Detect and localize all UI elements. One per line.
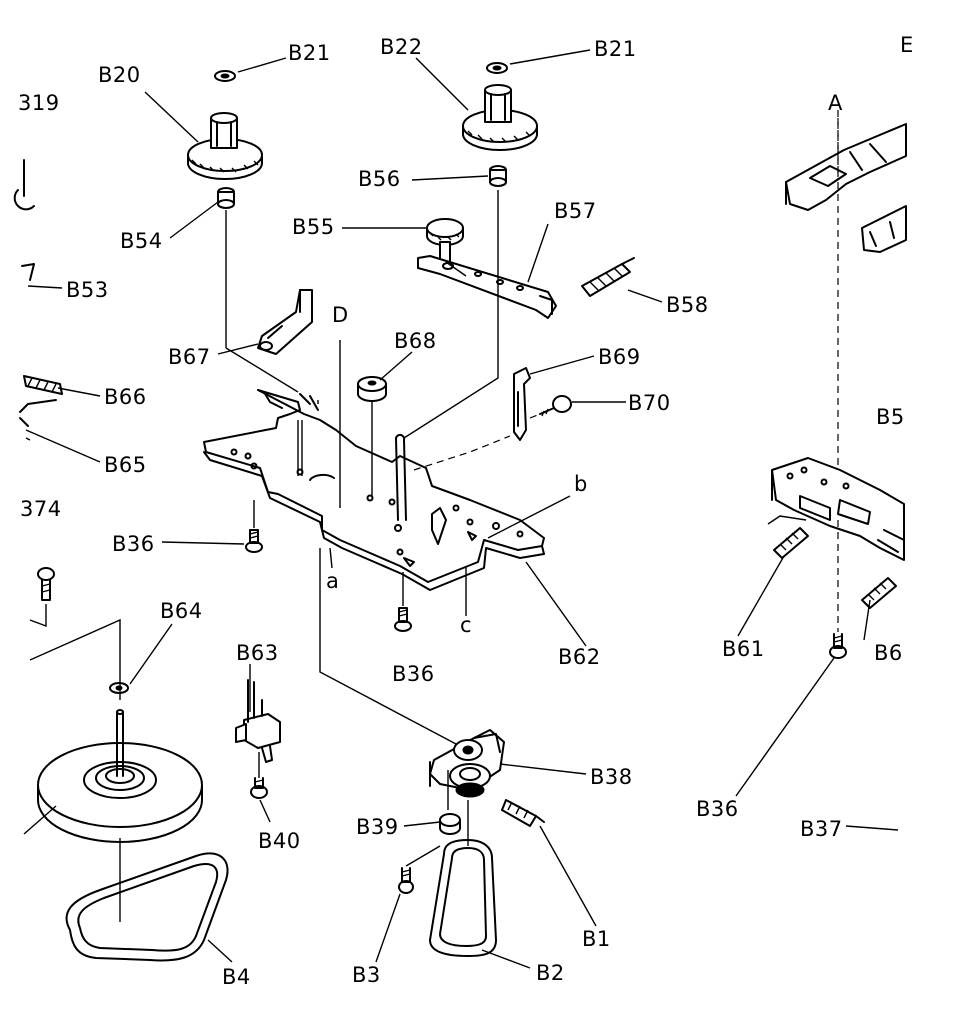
- label-b64: B64: [160, 599, 203, 623]
- bracket-b69: [513, 367, 531, 441]
- label-d: D: [332, 303, 349, 327]
- label-b67: B67: [168, 345, 211, 369]
- label-b61: B61: [722, 637, 765, 661]
- label-b58: B58: [666, 293, 709, 317]
- partial-part-right-upper: [861, 205, 907, 253]
- flywheel: [37, 709, 203, 843]
- partial-part-b53: [21, 263, 35, 281]
- partial-part-b19: [13, 159, 35, 211]
- screw-b36-center: [394, 607, 412, 632]
- label-b3: B3: [352, 963, 381, 987]
- washer-b64: [109, 682, 129, 694]
- assembly-lines: [25, 110, 871, 922]
- screw-b70: [539, 395, 572, 417]
- label-b69: B69: [598, 345, 641, 369]
- roller-b68: [357, 376, 387, 402]
- screw-b374: [37, 567, 55, 601]
- spring-b1: [501, 799, 545, 827]
- label-c: c: [460, 613, 472, 637]
- label-b38: B38: [590, 765, 633, 789]
- lever-b57: [417, 255, 557, 319]
- screw-b40: [250, 777, 268, 799]
- shaft-b20: [297, 420, 303, 476]
- pulley-b39: [439, 813, 461, 835]
- label-b37: B37: [800, 817, 843, 841]
- bracket-b67: [257, 289, 313, 355]
- label-a-top: A: [828, 91, 843, 115]
- label-b56: B56: [358, 167, 401, 191]
- collar-b56: [489, 165, 507, 187]
- spring-b58: [581, 257, 635, 297]
- motor-b38: [429, 729, 505, 798]
- label-b21-right: B21: [594, 37, 637, 61]
- spring-b66: [23, 375, 63, 395]
- label-b68: B68: [394, 329, 437, 353]
- label-b70: B70: [628, 391, 671, 415]
- switch-b63: [235, 679, 281, 763]
- label-b22: B22: [380, 35, 423, 59]
- label-b20: B20: [98, 63, 141, 87]
- label-b21-left: B21: [288, 41, 331, 65]
- gear-b55: [426, 218, 464, 263]
- belt-b4: [65, 852, 229, 962]
- label-b5-partial: B5: [876, 405, 905, 429]
- label-b19: 319: [18, 91, 60, 115]
- label-b55: B55: [292, 215, 335, 239]
- label-b36-right: B36: [696, 797, 739, 821]
- label-b40: B40: [258, 829, 301, 853]
- label-b53: B53: [66, 278, 109, 302]
- label-b: b: [574, 472, 588, 496]
- label-b66: B66: [104, 385, 147, 409]
- label-b374: 374: [20, 497, 62, 521]
- tape-guide-a: [785, 123, 907, 211]
- label-b57: B57: [554, 199, 597, 223]
- label-b36-center: B36: [392, 662, 435, 686]
- label-b54: B54: [120, 229, 163, 253]
- label-b36-left: B36: [112, 532, 155, 556]
- belt-b2: [429, 839, 497, 957]
- callout-labels: B20 B21 B22 B21 319 B54 B53 B56 B55 B57 …: [18, 33, 914, 989]
- label-e-partial: E: [900, 33, 914, 57]
- label-b6-partial: B6: [874, 641, 903, 665]
- spring-b61: [773, 527, 809, 559]
- label-a: a: [326, 569, 339, 593]
- washer-b21-left: [214, 70, 236, 82]
- label-b1: B1: [582, 927, 611, 951]
- screw-b36-left: [245, 529, 263, 553]
- label-b4: B4: [222, 965, 251, 989]
- label-b2: B2: [536, 961, 565, 985]
- screw-b36-right: [829, 633, 847, 659]
- leader-lines: [23, 49, 899, 969]
- washer-b21-right: [486, 62, 508, 74]
- label-b62: B62: [558, 645, 601, 669]
- partial-part-b65: [19, 399, 57, 427]
- screw-b3: [398, 867, 414, 894]
- assembly-b5: [771, 457, 905, 561]
- collar-b54: [217, 187, 235, 209]
- gear-b22: [462, 84, 538, 151]
- label-b63: B63: [236, 641, 279, 665]
- label-b65: B65: [104, 453, 147, 477]
- gear-b20: [187, 112, 263, 180]
- chassis-b62: [203, 389, 545, 591]
- label-b39: B39: [356, 815, 399, 839]
- spring-b6-partial: [861, 577, 897, 609]
